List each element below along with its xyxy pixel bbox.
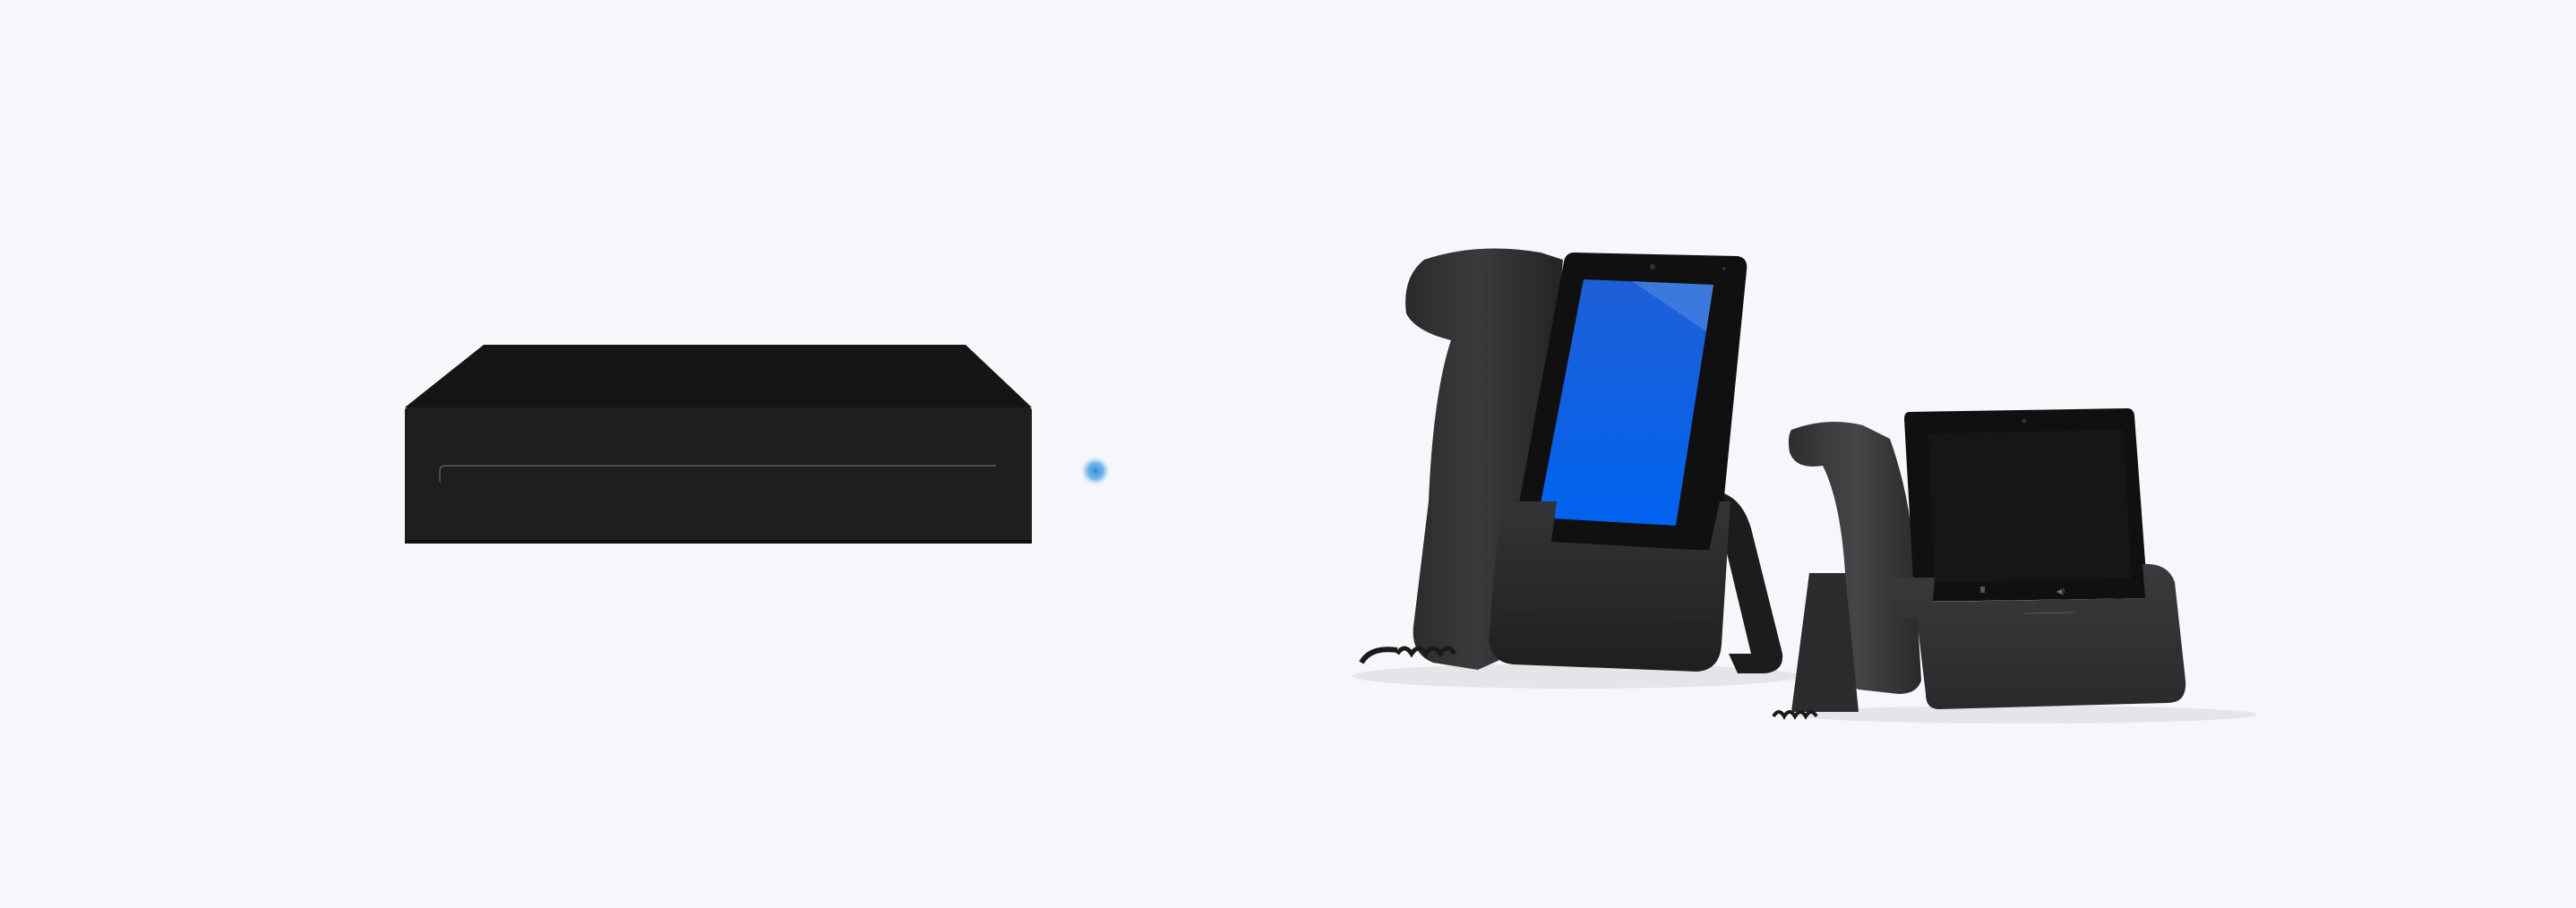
router-device	[394, 331, 1057, 555]
connection-pulse-icon	[1081, 457, 1110, 485]
phone-screen[interactable]	[1928, 430, 2132, 582]
menu-icon	[1980, 587, 1985, 593]
large-touch-phone	[1344, 233, 1809, 698]
wide-touch-phone: ◀)	[1756, 394, 2257, 734]
phone-screen[interactable]	[1538, 279, 1713, 526]
phone-base	[1890, 563, 2186, 709]
handset	[1788, 422, 1921, 694]
speaker-icon[interactable]: ◀)	[2057, 587, 2065, 595]
phone-base	[1489, 501, 1730, 672]
connection-line	[1081, 457, 1110, 485]
router-front-panel	[405, 407, 1032, 544]
